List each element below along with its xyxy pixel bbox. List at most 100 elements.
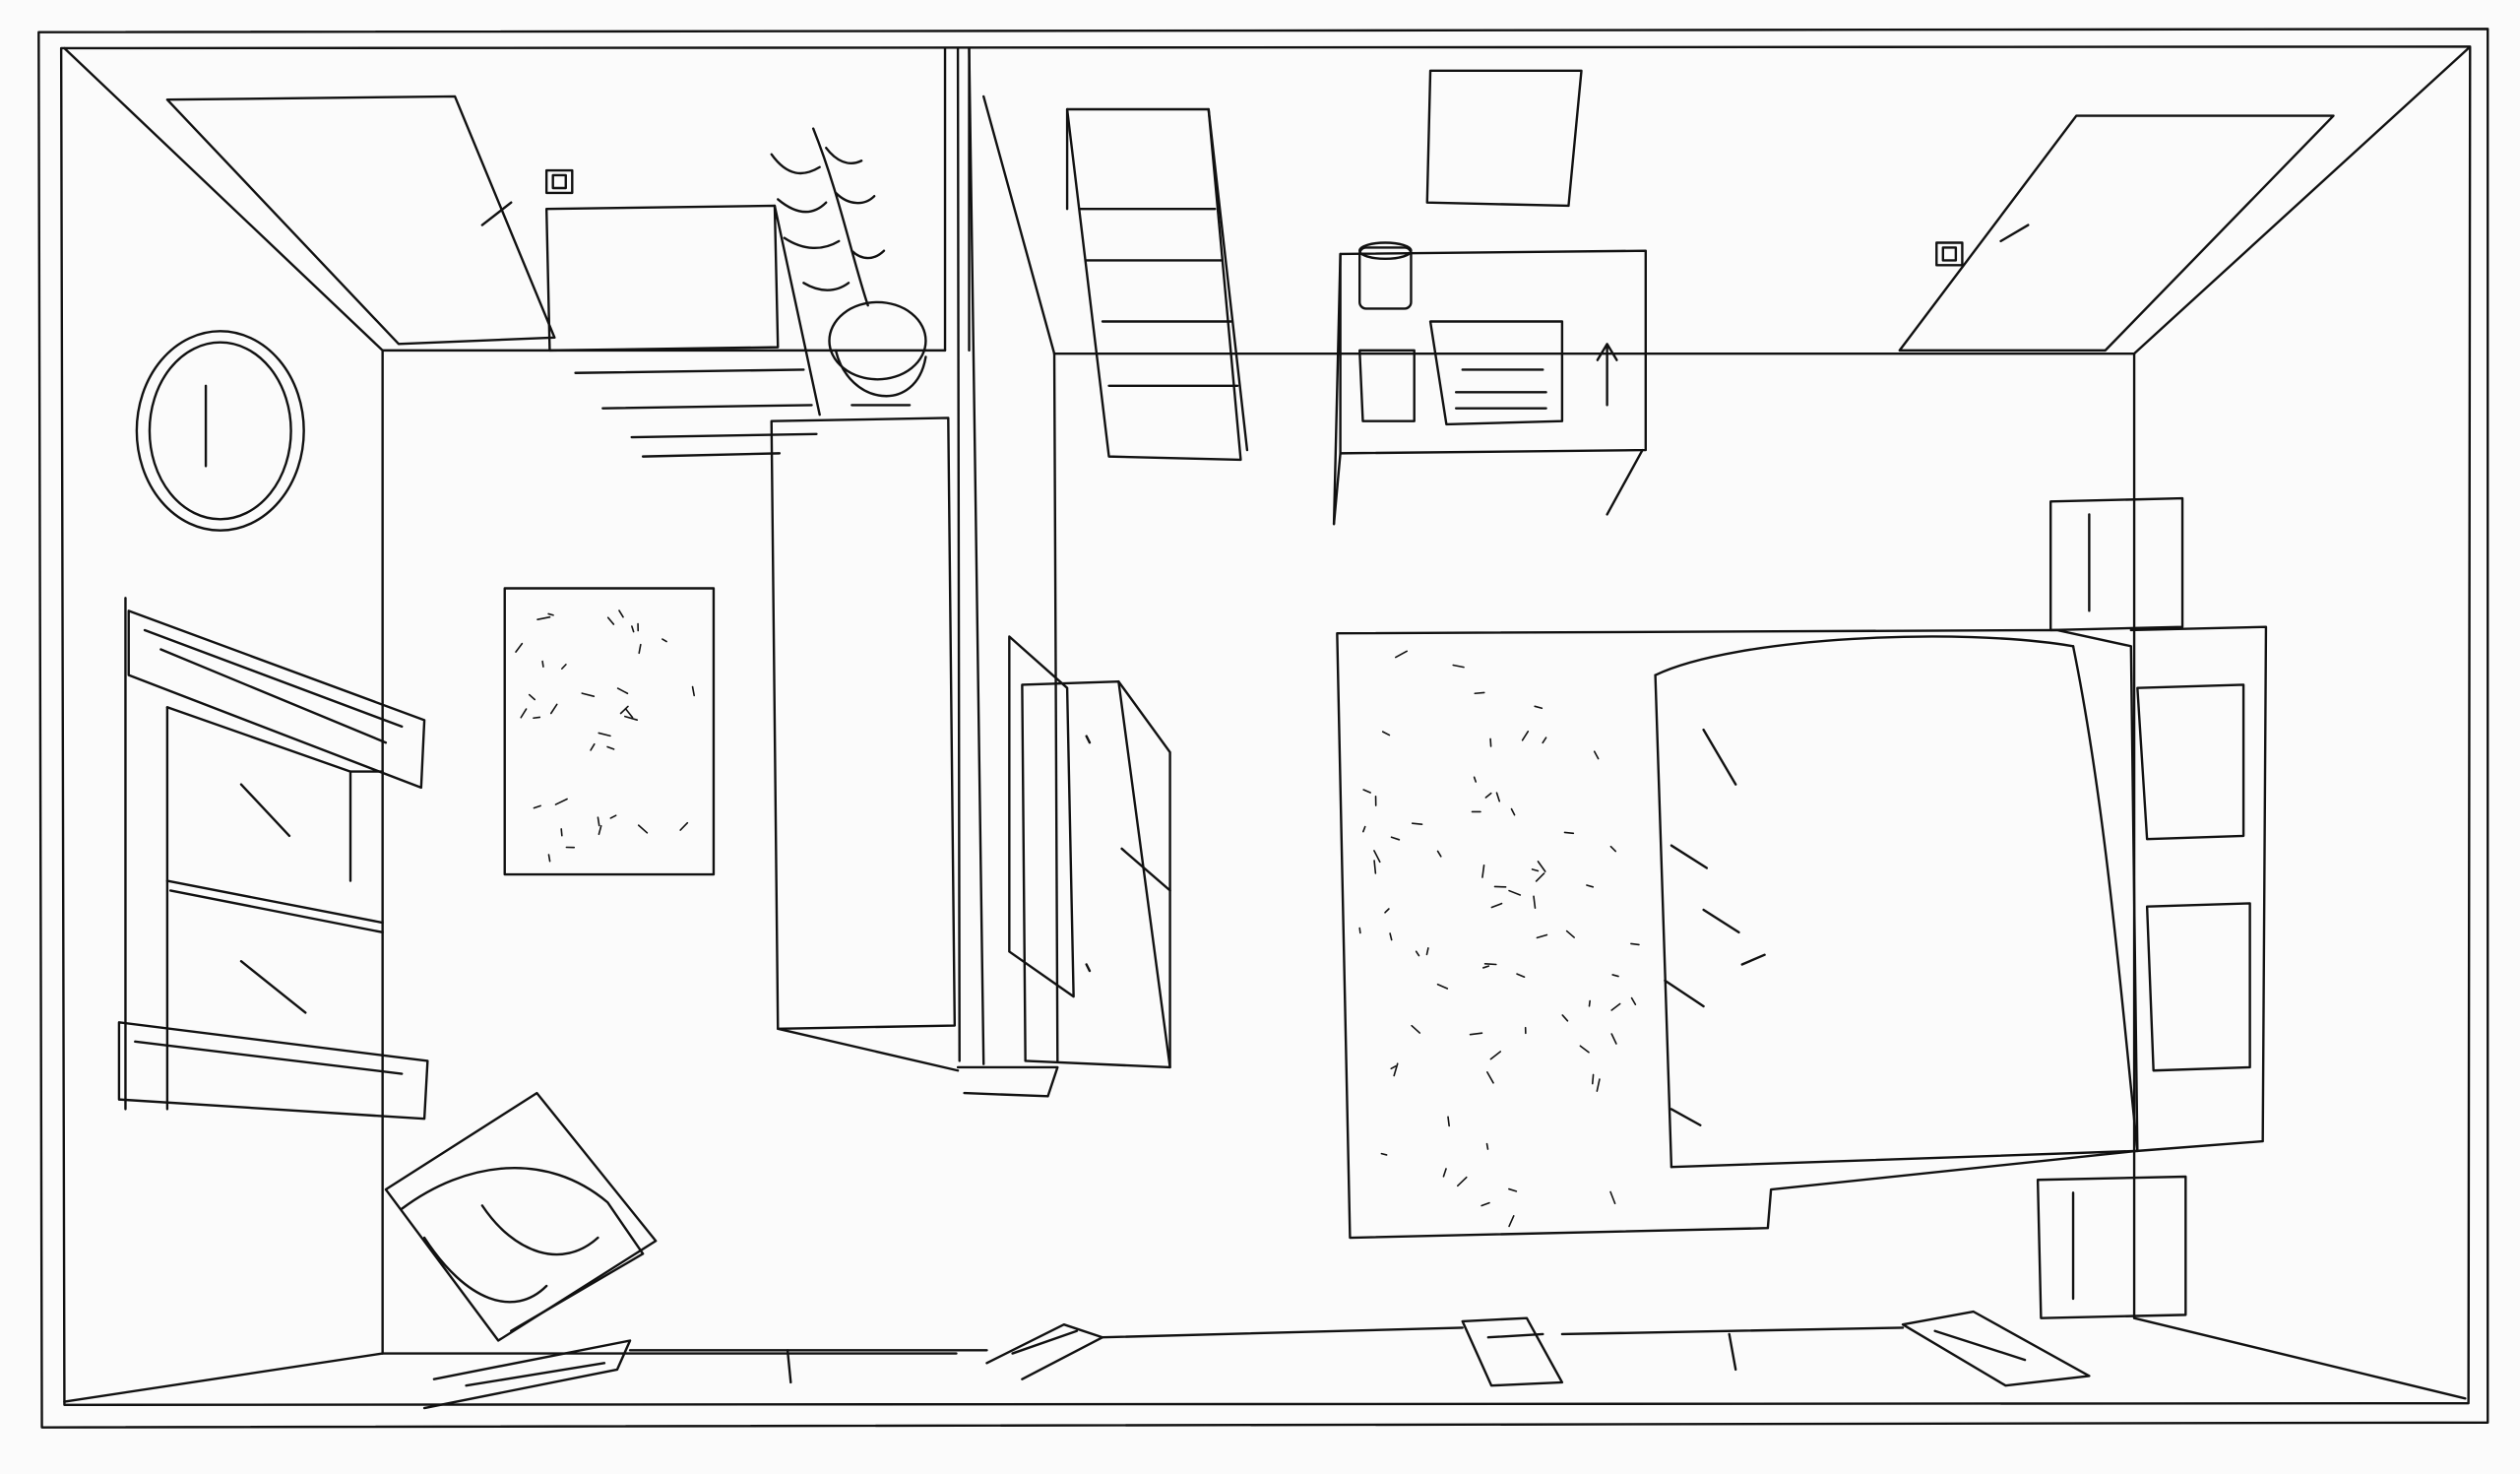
texture-mark [1482, 865, 1484, 877]
texture-mark [1412, 1026, 1419, 1033]
texture-mark [1589, 1001, 1590, 1006]
wardrobe [1009, 636, 1169, 1067]
texture-mark [1509, 891, 1520, 895]
picture-frame [1427, 71, 1582, 206]
texture-mark [1538, 862, 1544, 871]
radiator [424, 1312, 2089, 1408]
texture-mark [1381, 1154, 1386, 1155]
texture-mark [1610, 1191, 1615, 1203]
texture-mark [1475, 692, 1483, 693]
texture-mark [1363, 790, 1370, 793]
rug-texture [516, 610, 694, 862]
texture-mark [1631, 943, 1639, 944]
rug [505, 588, 714, 874]
curtain [119, 598, 427, 1119]
texture-mark [1533, 869, 1539, 871]
texture-mark [555, 800, 567, 805]
left-room [64, 48, 983, 1402]
texture-mark [1534, 896, 1535, 908]
texture-mark [1511, 809, 1514, 815]
texture-mark [1443, 1169, 1446, 1177]
texture-mark [608, 617, 614, 624]
texture-mark [610, 815, 615, 818]
texture-mark [582, 693, 594, 696]
arrow-up-icon [1598, 344, 1617, 405]
texture-mark [1535, 706, 1542, 708]
duvet-wrinkles [1665, 730, 1764, 1125]
texture-mark [1359, 929, 1360, 933]
texture-mark [1417, 951, 1419, 955]
floor-trim [630, 1327, 1903, 1382]
texture-mark [561, 829, 562, 836]
texture-mark [1491, 904, 1501, 908]
top-cabinet [546, 206, 820, 457]
texture-mark [1471, 1033, 1482, 1034]
texture-mark [1611, 1003, 1619, 1010]
texture-mark [1448, 1117, 1449, 1125]
texture-mark [607, 746, 614, 748]
texture-mark [1363, 827, 1365, 832]
texture-mark [680, 823, 687, 830]
texture-mark [534, 717, 539, 718]
texture-mark [598, 826, 600, 834]
texture-mark [1487, 1072, 1493, 1083]
round-mirror [137, 331, 304, 530]
texture-mark [1537, 873, 1544, 881]
texture-mark [1611, 1034, 1616, 1044]
armchair [386, 1093, 656, 1340]
texture-mark [1523, 732, 1529, 740]
texture-mark [548, 613, 553, 614]
texture-mark [1385, 909, 1389, 913]
texture-mark [1383, 732, 1390, 735]
texture-mark [1565, 832, 1574, 833]
texture-mark [1374, 851, 1380, 862]
texture-mark [1390, 933, 1392, 940]
texture-mark [1562, 1015, 1567, 1021]
texture-mark [1458, 1178, 1467, 1186]
headboard [2131, 627, 2266, 1151]
texture-mark [1426, 948, 1427, 955]
texture-mark [632, 626, 634, 632]
texture-mark [1509, 1216, 1514, 1227]
texture-mark [1374, 861, 1375, 873]
texture-mark [621, 706, 628, 713]
texture-mark [1485, 964, 1496, 965]
texture-mark [598, 733, 610, 736]
texture-mark [537, 617, 550, 619]
texture-mark [1580, 1046, 1589, 1053]
texture-mark [1481, 1203, 1489, 1206]
window [167, 707, 383, 1109]
laptop [1430, 321, 1562, 423]
outer-frame [38, 29, 2488, 1427]
texture-mark [1612, 975, 1618, 977]
texture-mark [1438, 985, 1448, 989]
texture-mark [542, 662, 543, 668]
texture-mark [1475, 777, 1477, 782]
shelf [1067, 109, 1247, 460]
texture-mark [591, 744, 595, 750]
light-switch-icon [546, 170, 572, 193]
texture-mark [1391, 1066, 1396, 1068]
texture-mark [1394, 1063, 1398, 1075]
texture-mark [1543, 737, 1545, 742]
desk [1334, 251, 1646, 525]
texture-mark [521, 709, 526, 718]
texture-mark [562, 665, 566, 669]
texture-mark [1610, 847, 1615, 852]
texture-mark [1509, 1189, 1517, 1191]
texture-mark [1593, 1074, 1594, 1083]
bed-cover-texture [1359, 651, 1639, 1226]
door [1900, 116, 2334, 351]
texture-mark [516, 644, 522, 652]
texture-mark [1453, 666, 1464, 668]
texture-mark [1587, 885, 1593, 887]
texture-mark [1567, 931, 1575, 938]
texture-mark [1487, 1144, 1488, 1149]
texture-mark [693, 687, 695, 696]
texture-mark [530, 695, 536, 700]
texture-mark [1396, 651, 1407, 657]
texture-mark [1438, 851, 1441, 856]
texture-mark [1517, 974, 1525, 977]
